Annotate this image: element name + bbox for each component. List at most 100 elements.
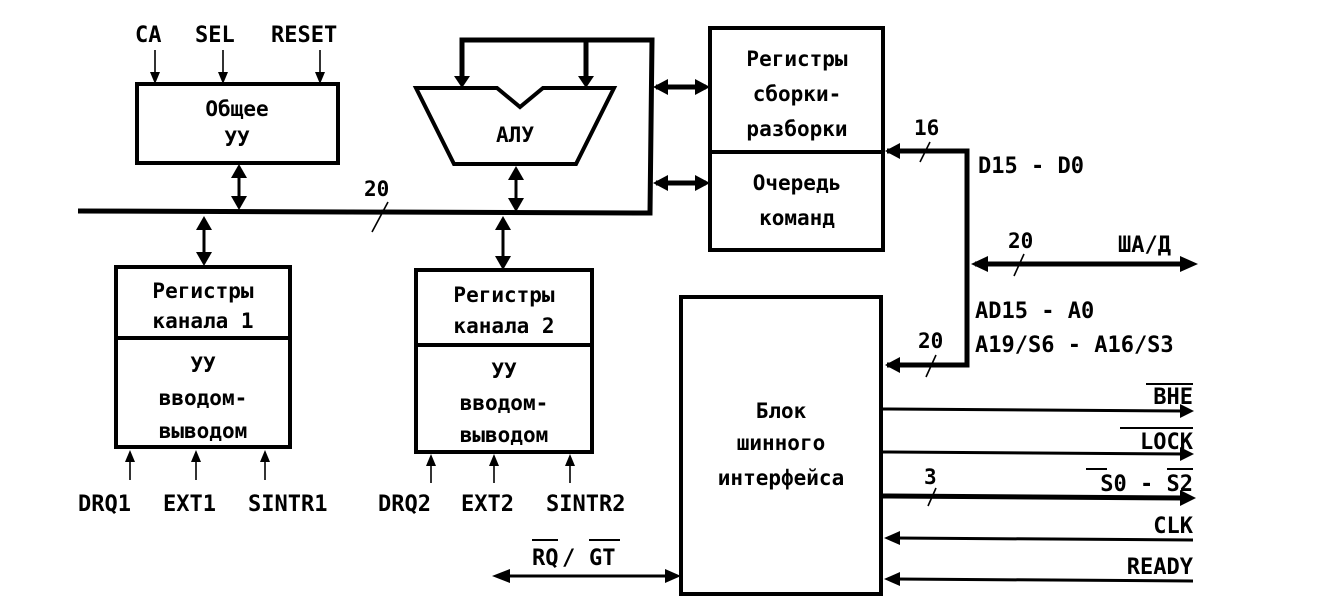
prefetch-block: Регистры сборки- разборки Очередь команд [708, 26, 885, 252]
ext2-arrow [489, 454, 499, 466]
data-bus-signal: D15 - D0 [978, 154, 1084, 179]
ext1-arrow [191, 450, 201, 462]
drq2-arrow [426, 454, 436, 466]
signal-ca: CA [135, 23, 162, 48]
data-bus-arrow [885, 143, 900, 159]
signal-reset: RESET [271, 23, 337, 48]
channel1-box [114, 265, 292, 449]
ready-arrow [884, 572, 900, 586]
signal-lock: LOCK [1140, 430, 1194, 455]
external-bus-label: ША/Д [1118, 233, 1171, 258]
status-tick [927, 487, 937, 507]
ext-bus-tick [1013, 253, 1025, 277]
signal-sel: SEL [195, 23, 235, 48]
control-unit-block: Общее УУ [135, 82, 340, 165]
queue-arrow-right [695, 175, 710, 191]
command-queue-label-2: команд [759, 206, 835, 230]
address-label-2: A19/S6 - A16/S3 [975, 333, 1174, 358]
ch2-registers-label-1: Регистры [453, 283, 555, 307]
signal-drq1: DRQ1 [78, 492, 131, 517]
ca-arrow [150, 72, 160, 84]
ch1-arrow-down [196, 252, 212, 266]
ch1-io-label-1: УУ [190, 353, 216, 377]
ch2-io-label-3: выводом [460, 423, 549, 447]
alu-arrow-up [508, 166, 524, 180]
ready-line [895, 577, 1194, 583]
lock-arrow [1180, 447, 1194, 461]
clk-arrow [884, 531, 900, 545]
alu-input-arrow-right [578, 76, 594, 88]
signal-rq: RQ [532, 546, 559, 571]
channel2-block: Регистры канала 2 УУ вводом- выводом [414, 268, 594, 454]
signal-bhe: BHE [1153, 385, 1193, 410]
rq-gt-arrow-right [665, 569, 681, 583]
drq1-arrow [125, 450, 135, 462]
signal-ext1: EXT1 [163, 492, 216, 517]
ch1-arrow-up [196, 216, 212, 230]
ext-bus-width: 20 [1008, 229, 1033, 253]
alu-label: АЛУ [496, 123, 534, 147]
sel-arrow [218, 72, 228, 84]
alu-input-arrow-left [454, 76, 470, 88]
signal-clk: CLK [1153, 514, 1193, 539]
ch1-io-label-2: вводом- [159, 386, 248, 410]
signal-ext2: EXT2 [461, 492, 514, 517]
biu-label-2: шинного [737, 431, 826, 455]
alu-shape [412, 86, 618, 166]
assembly-registers-label-3: разборки [746, 117, 847, 141]
status-arrow [1180, 490, 1196, 506]
assembly-arrow-right [695, 79, 710, 95]
bus-interface-block: Блок шинного интерфейса [679, 295, 883, 596]
control-unit-box [135, 82, 340, 165]
assembly-arrow-left [653, 79, 668, 95]
signal-gt: GT [589, 546, 616, 571]
ch1-registers-label-1: Регистры [152, 279, 254, 303]
cu-arrow-up [231, 164, 247, 178]
bhe-arrow [1180, 404, 1194, 418]
lock-line [882, 450, 1187, 456]
signal-s0-s2: S0 - S2 [1100, 472, 1193, 497]
ch1-registers-label-2: канала 1 [152, 309, 253, 333]
internal-bus [77, 37, 655, 216]
signal-rq-gt-sep: / [562, 546, 575, 571]
sintr1-arrow [260, 450, 270, 462]
data-bus-tick [919, 141, 931, 163]
clk-line [895, 536, 1194, 542]
ext-bus-arrow-left [971, 256, 988, 272]
biu-input-tick [925, 354, 937, 378]
biu-label-1: Блок [756, 399, 807, 423]
external-bus-loop [887, 148, 970, 368]
biu-label-3: интерфейса [718, 466, 844, 490]
ch2-arrow-down [495, 256, 511, 270]
channel1-block: Регистры канала 1 УУ вводом- выводом [114, 265, 292, 449]
status-width: 3 [924, 465, 937, 489]
queue-arrow-left [653, 175, 668, 191]
ext-bus-arrow-right [1180, 256, 1198, 272]
data-bus-width: 16 [914, 116, 939, 140]
reset-arrow [315, 72, 325, 84]
internal-bus-width: 20 [364, 177, 389, 201]
assembly-registers-label-2: сборки- [753, 82, 842, 106]
command-queue-label-1: Очередь [753, 171, 842, 195]
signal-sintr2: SINTR2 [546, 492, 625, 517]
ch2-io-label-2: вводом- [460, 391, 549, 415]
ch1-io-label-3: выводом [159, 419, 248, 443]
control-unit-label-1: Общее [205, 97, 268, 121]
address-label-1: AD15 - A0 [975, 299, 1094, 324]
signal-drq2: DRQ2 [378, 492, 431, 517]
sintr2-arrow [565, 454, 575, 466]
biu-input-arrow [885, 357, 900, 373]
bus-interface-box [679, 295, 883, 596]
alu-arrow-down [508, 198, 524, 212]
rq-gt-arrow-left [492, 569, 510, 583]
assembly-registers-label-1: Регистры [746, 47, 848, 71]
ch2-io-label-1: УУ [491, 359, 517, 383]
ch2-registers-label-2: канала 2 [453, 314, 554, 338]
bus-width-tick [371, 201, 389, 233]
signal-ready: READY [1127, 555, 1194, 580]
biu-input-width: 20 [918, 329, 943, 353]
cu-arrow-down [231, 196, 247, 210]
signal-sintr1: SINTR1 [248, 492, 327, 517]
channel2-box [414, 268, 594, 454]
